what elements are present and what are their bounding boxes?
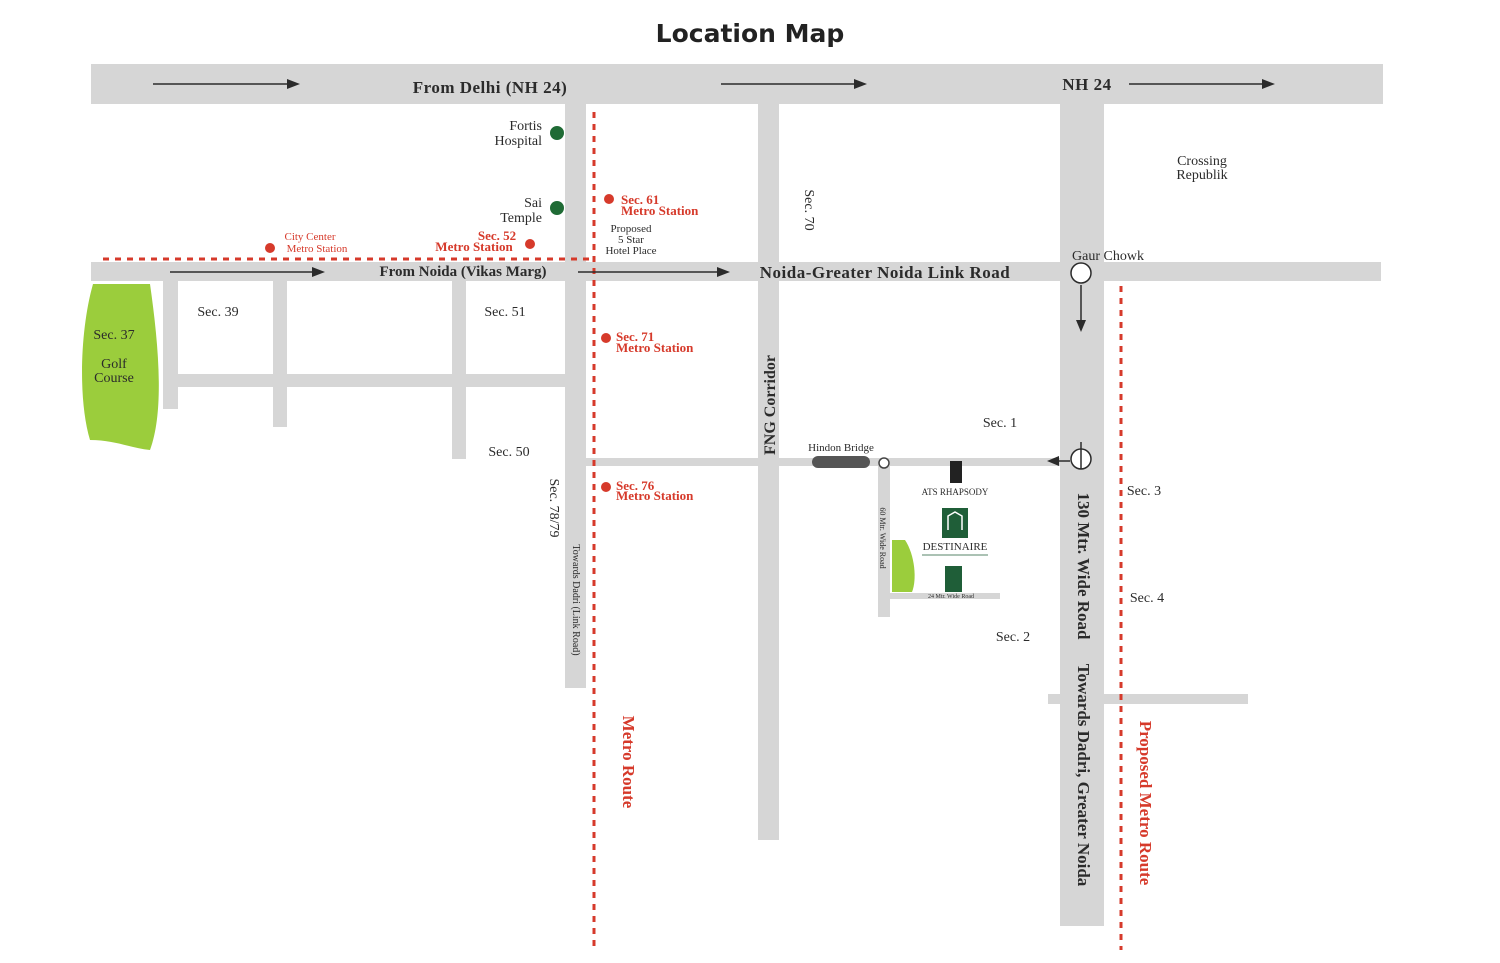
- arrow-head-icon: [1262, 79, 1275, 89]
- road-130m-label: 130 Mtr. Wide Road: [1074, 492, 1093, 640]
- golf-course-label-1: Golf: [101, 357, 127, 372]
- destinaire-logo: [942, 508, 968, 538]
- arrow-head-icon: [1076, 320, 1086, 332]
- sec-71-label-1: Sec. 71: [616, 329, 654, 344]
- sec-4-label: Sec. 4: [1130, 591, 1164, 606]
- golf-course-area: [82, 284, 159, 450]
- sec-39-label: Sec. 39: [197, 305, 238, 320]
- road-130m: [1060, 104, 1104, 926]
- crossing-republik-label-2: Republik: [1176, 168, 1227, 183]
- link-road-label: Noida-Greater Noida Link Road: [760, 263, 1011, 282]
- metro-lines: [103, 112, 1123, 950]
- arrow-head-icon: [854, 79, 867, 89]
- ats-rhapsody-building: [950, 461, 962, 483]
- sec-70-label: Sec. 70: [801, 189, 816, 230]
- sec-78-79-label: Sec. 78/79: [546, 478, 561, 537]
- vikas-marg-label: From Noida (Vikas Marg): [379, 264, 546, 280]
- gaur-chowk-label: Gaur Chowk: [1072, 249, 1144, 264]
- fng-corridor-road: [758, 104, 779, 840]
- golf-course-label-2: Course: [94, 371, 134, 386]
- metro-route-label: Metro Route: [619, 716, 638, 809]
- fng-corridor-label: FNG Corridor: [762, 355, 779, 455]
- sec-50-label: Sec. 50: [488, 445, 529, 460]
- nh24-left-label: From Delhi (NH 24): [413, 78, 568, 97]
- sec-76-label-2: Metro Station: [616, 488, 694, 503]
- project-building: [945, 566, 962, 592]
- destinaire-label: DESTINAIRE: [923, 541, 988, 553]
- sec-39-road-b: [273, 281, 287, 427]
- link-road: [91, 262, 1381, 281]
- gaur-chowk-roundabout-icon: [1070, 262, 1092, 284]
- arrow-head-icon: [717, 267, 730, 277]
- sec-78-79-road: [565, 104, 586, 688]
- fortis-label-2: Hospital: [495, 134, 543, 149]
- road-24m: [890, 593, 1000, 599]
- hotel-label-1: Proposed: [611, 223, 652, 235]
- road-network: [91, 64, 1383, 926]
- sec-76-label-1: Sec. 76: [616, 478, 655, 493]
- nh24-right-label: NH 24: [1062, 75, 1111, 94]
- road-24m-label: 24 Mtr. Wide Road: [928, 594, 974, 600]
- towards-dadri-gn-label: Towards Dadri, Greater Noida: [1074, 664, 1093, 887]
- hindon-bridge-label: Hindon Bridge: [808, 442, 874, 454]
- map-title: Location Map: [656, 19, 845, 48]
- sec-52-metro-marker: [525, 239, 535, 249]
- road-60m: [878, 463, 890, 617]
- sec-52-label-2: Metro Station: [435, 239, 513, 254]
- sec-71-metro-marker: [601, 333, 611, 343]
- junction-marker: [878, 457, 890, 469]
- fortis-label-1: Fortis: [509, 119, 542, 134]
- hindon-bridge: [812, 456, 870, 468]
- sec-2-label: Sec. 2: [996, 630, 1030, 645]
- towards-dadri-link-label: Towards Dadri (Link Road): [570, 544, 581, 655]
- hotel-label-3: Hotel Place: [605, 245, 656, 257]
- sec-51-road: [452, 281, 466, 459]
- crossing-republik-label-1: Crossing: [1177, 154, 1227, 169]
- proposed-metro-route-label: Proposed Metro Route: [1136, 721, 1155, 886]
- sec-61-label-2: Metro Station: [621, 203, 699, 218]
- sec-71-label-2: Metro Station: [616, 340, 694, 355]
- sec-52-label-1: Sec. 52: [478, 228, 516, 243]
- sec-39-road-a: [163, 281, 178, 409]
- ats-rhapsody-label: ATS RHAPSODY: [922, 487, 989, 497]
- city-center-label-2: Metro Station: [287, 243, 348, 255]
- arrow-head-icon: [312, 267, 325, 277]
- hotel-label-2: 5 Star: [618, 234, 644, 246]
- sec-3-label: Sec. 3: [1127, 484, 1161, 499]
- sec-76-metro-marker: [601, 482, 611, 492]
- fortis-hospital-marker: [550, 126, 564, 140]
- sec-4-road: [1048, 694, 1248, 704]
- city-center-label-1: City Center: [284, 231, 335, 243]
- sai-temple-label-1: Sai: [524, 196, 542, 211]
- sector-cross-road: [163, 374, 565, 387]
- direction-arrows: [153, 79, 1275, 466]
- sec-76-road: [586, 458, 758, 466]
- sec-61-metro-marker: [604, 194, 614, 204]
- sec-51-label: Sec. 51: [484, 305, 525, 320]
- sai-temple-label-2: Temple: [500, 211, 542, 226]
- destinaire-logo-icon: [947, 511, 963, 530]
- sec-1-label: Sec. 1: [983, 416, 1017, 431]
- sec-61-label-1: Sec. 61: [621, 192, 659, 207]
- green-patch: [892, 540, 915, 592]
- arrow-head-icon: [287, 79, 300, 89]
- sec-37-label: Sec. 37: [93, 328, 134, 343]
- sai-temple-marker: [550, 201, 564, 215]
- road-60m-label: 60 Mtr. Wide Road: [878, 507, 887, 568]
- city-center-metro-marker: [265, 243, 275, 253]
- arrow-head-icon: [1047, 456, 1059, 466]
